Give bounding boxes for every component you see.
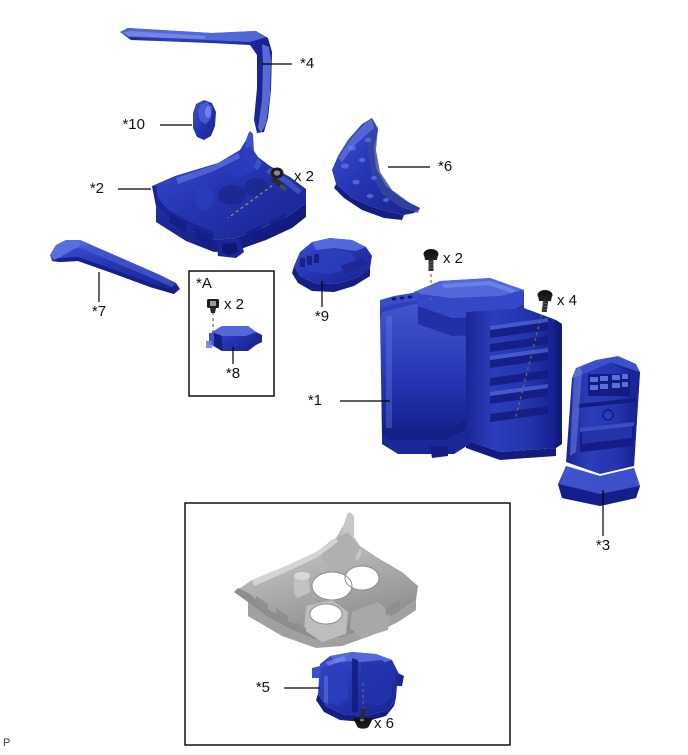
part-console-upper-cover bbox=[292, 238, 372, 292]
qty-label-2: x 2 bbox=[224, 296, 244, 313]
qty-label-5: x 6 bbox=[374, 715, 394, 732]
fastener-bolt-x2-console bbox=[423, 249, 439, 300]
inset-box-a bbox=[188, 270, 275, 397]
part-side-garnish-strip bbox=[120, 28, 272, 133]
bolt-icon bbox=[537, 290, 553, 313]
fastener-screw-x2-panel bbox=[227, 167, 287, 219]
part-console-box-assembly bbox=[380, 278, 562, 460]
callout-label-8: *8 bbox=[226, 365, 240, 382]
qty-label-3: x 2 bbox=[443, 250, 463, 267]
fastener-bolt-x4-console bbox=[514, 290, 553, 421]
callout-label-7: *7 bbox=[92, 303, 106, 320]
callout-label-2: *2 bbox=[90, 180, 104, 197]
inset-box-a-label: *A bbox=[196, 275, 212, 292]
callout-label-6: *6 bbox=[438, 158, 452, 175]
callout-label-3: *3 bbox=[596, 537, 610, 554]
part-rear-console-duct bbox=[558, 356, 640, 506]
fastener-quantity-labels: x 2 x 2 x 2 x 4 x 6 bbox=[224, 168, 577, 732]
rivet-icon bbox=[353, 708, 373, 729]
part-control-module bbox=[206, 326, 262, 351]
part-right-side-trim bbox=[332, 118, 420, 220]
qty-label-4: x 4 bbox=[557, 292, 577, 309]
part-cup-holder-retainer bbox=[312, 652, 404, 722]
bolt-icon bbox=[423, 249, 439, 271]
fastener-clip-x2-module bbox=[207, 299, 219, 336]
part-left-side-trim bbox=[50, 240, 180, 294]
inset-box-b bbox=[184, 502, 511, 746]
part-console-base-frame bbox=[234, 512, 418, 648]
screw-icon bbox=[270, 167, 287, 191]
fastener-rivet-x6-cupholder bbox=[353, 682, 373, 729]
callout-label-9: *9 bbox=[315, 308, 329, 325]
callout-label-5: *5 bbox=[256, 679, 270, 696]
callout-labels: *1 *2 *3 *4 *5 *6 *7 *8 *9 *10 bbox=[90, 55, 610, 696]
callout-label-4: *4 bbox=[300, 55, 314, 72]
callout-label-10: *10 bbox=[122, 116, 145, 133]
qty-label-1: x 2 bbox=[294, 168, 314, 185]
clip-nut-icon bbox=[207, 299, 219, 313]
corner-page-mark: P bbox=[3, 737, 10, 749]
callout-label-1: *1 bbox=[308, 392, 322, 409]
callout-leaders bbox=[98, 63, 604, 689]
part-shift-panel-upper bbox=[152, 131, 306, 258]
part-shift-knob bbox=[193, 100, 216, 140]
